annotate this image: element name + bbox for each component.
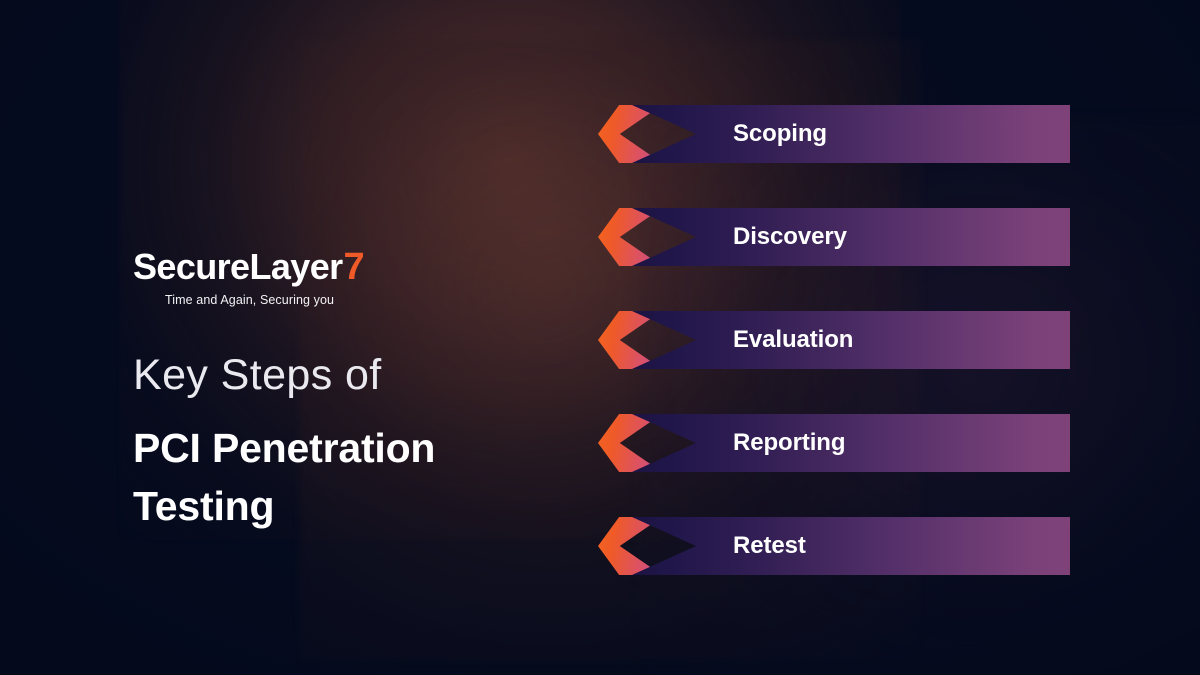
- step-label: Discovery: [733, 223, 847, 250]
- step-item-scoping: Scoping: [598, 105, 1078, 163]
- step-bar: [632, 311, 1070, 369]
- step-bar: [632, 414, 1070, 472]
- step-label: Scoping: [733, 120, 827, 147]
- step-item-reporting: Reporting: [598, 414, 1078, 472]
- steps-list: Scoping Discovery Evaluation Reporting R…: [598, 105, 1078, 575]
- step-label: Reporting: [733, 429, 846, 456]
- step-item-evaluation: Evaluation: [598, 311, 1078, 369]
- left-content-column: SecureLayer7 Time and Again, Securing yo…: [133, 248, 553, 535]
- step-label: Retest: [733, 532, 806, 559]
- logo-accent-seven: 7: [343, 246, 365, 288]
- step-label: Evaluation: [733, 326, 854, 353]
- headline-line-light: Key Steps of: [133, 351, 382, 399]
- headline-line-bold: PCI Penetration Testing: [133, 425, 436, 530]
- brand-logo: SecureLayer7 Time and Again, Securing yo…: [133, 248, 553, 307]
- logo-wordmark: SecureLayer: [133, 246, 343, 287]
- step-bar: [632, 208, 1070, 266]
- page-title: Key Steps of PCI Penetration Testing: [133, 354, 553, 535]
- logo-tagline: Time and Again, Securing you: [165, 293, 335, 307]
- step-bar: [632, 105, 1070, 163]
- step-item-discovery: Discovery: [598, 208, 1078, 266]
- step-bar: [632, 517, 1070, 575]
- step-item-retest: Retest: [598, 517, 1078, 575]
